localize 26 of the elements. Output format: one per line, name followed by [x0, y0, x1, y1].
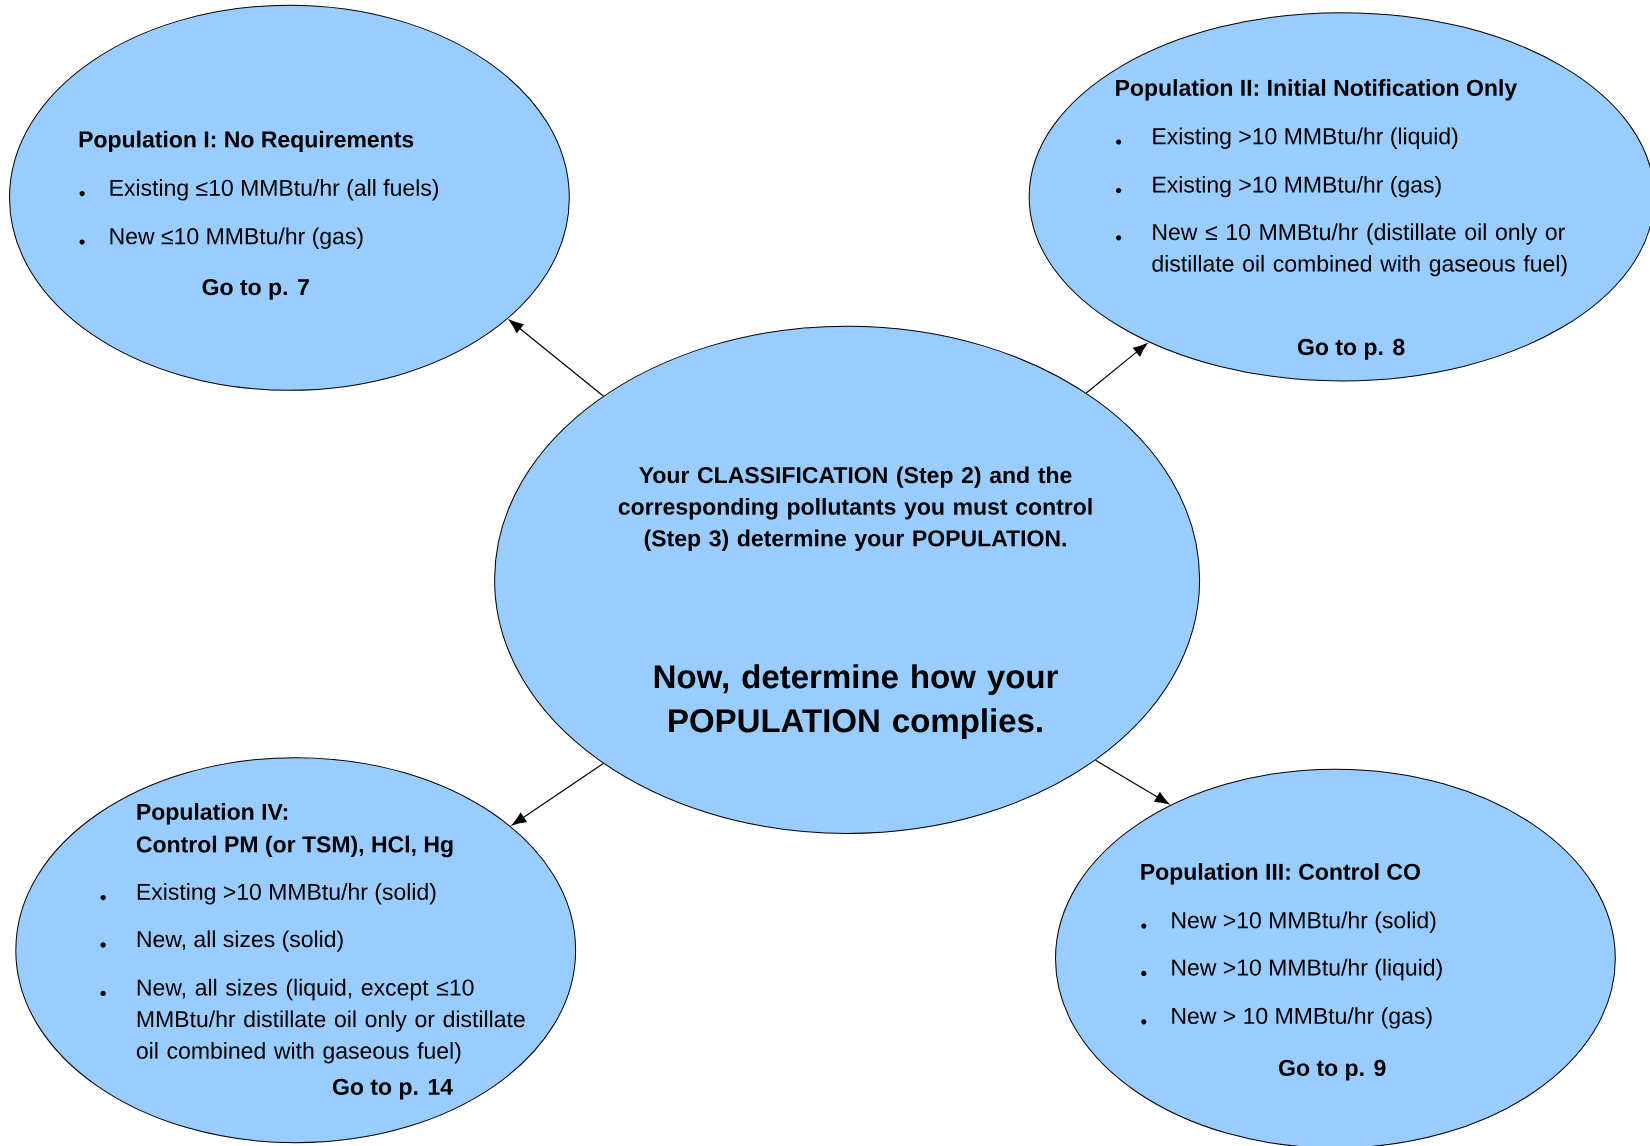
page-reference: Go to p. 14: [332, 1078, 453, 1100]
list-item: New >10 MMBtu/hr (solid): [1172, 911, 1436, 933]
instruction: Now, determine how your POPULATION complies.: [654, 664, 1058, 739]
list-item: Existing >10 MMBtu/hr (liquid): [1153, 127, 1458, 149]
list-item: New > 10 MMBtu/hr (gas): [1172, 1007, 1432, 1029]
page-reference: Go to p. 8: [1297, 338, 1405, 360]
description: Your CLASSIFICATION (Step 2) and the corresponding pollutants you must control (Step 3) determine your POPULATION.: [618, 466, 1092, 551]
heading: Control PM (or TSM), HCl, Hg: [136, 835, 453, 858]
list-item: New, all sizes (solid): [137, 930, 343, 952]
heading: Population IV:: [137, 803, 288, 825]
heading: Population III: Control CO: [1141, 863, 1420, 885]
list-item: New ≤ 10 MMBtu/hr (distillate oil only or distillate oil combined with gaseous fuel): [1152, 223, 1567, 277]
list-item: Existing ≤10 MMBtu/hr (all fuels): [110, 179, 439, 201]
arrow: [1085, 343, 1148, 394]
list-item: New ≤10 MMBtu/hr (gas): [110, 227, 363, 249]
list-item: New >10 MMBtu/hr (liquid): [1172, 958, 1442, 981]
page-reference: Go to p. 7: [202, 278, 309, 300]
list-item: New, all sizes (liquid, except ≤10 MMBtu/hr distillate oil only or distillate oil combined with gaseous fuel): [136, 978, 525, 1064]
arrow: [1094, 759, 1170, 805]
heading: Population I: No Requirements: [79, 130, 414, 153]
arrow: [512, 762, 604, 826]
page-reference: Go to p. 9: [1279, 1059, 1386, 1081]
list-item: Existing >10 MMBtu/hr (gas): [1153, 175, 1441, 198]
heading: Population II: Initial Notification Only: [1116, 79, 1518, 101]
list-item: Existing >10 MMBtu/hr (solid): [137, 883, 436, 905]
arrow: [509, 319, 604, 397]
